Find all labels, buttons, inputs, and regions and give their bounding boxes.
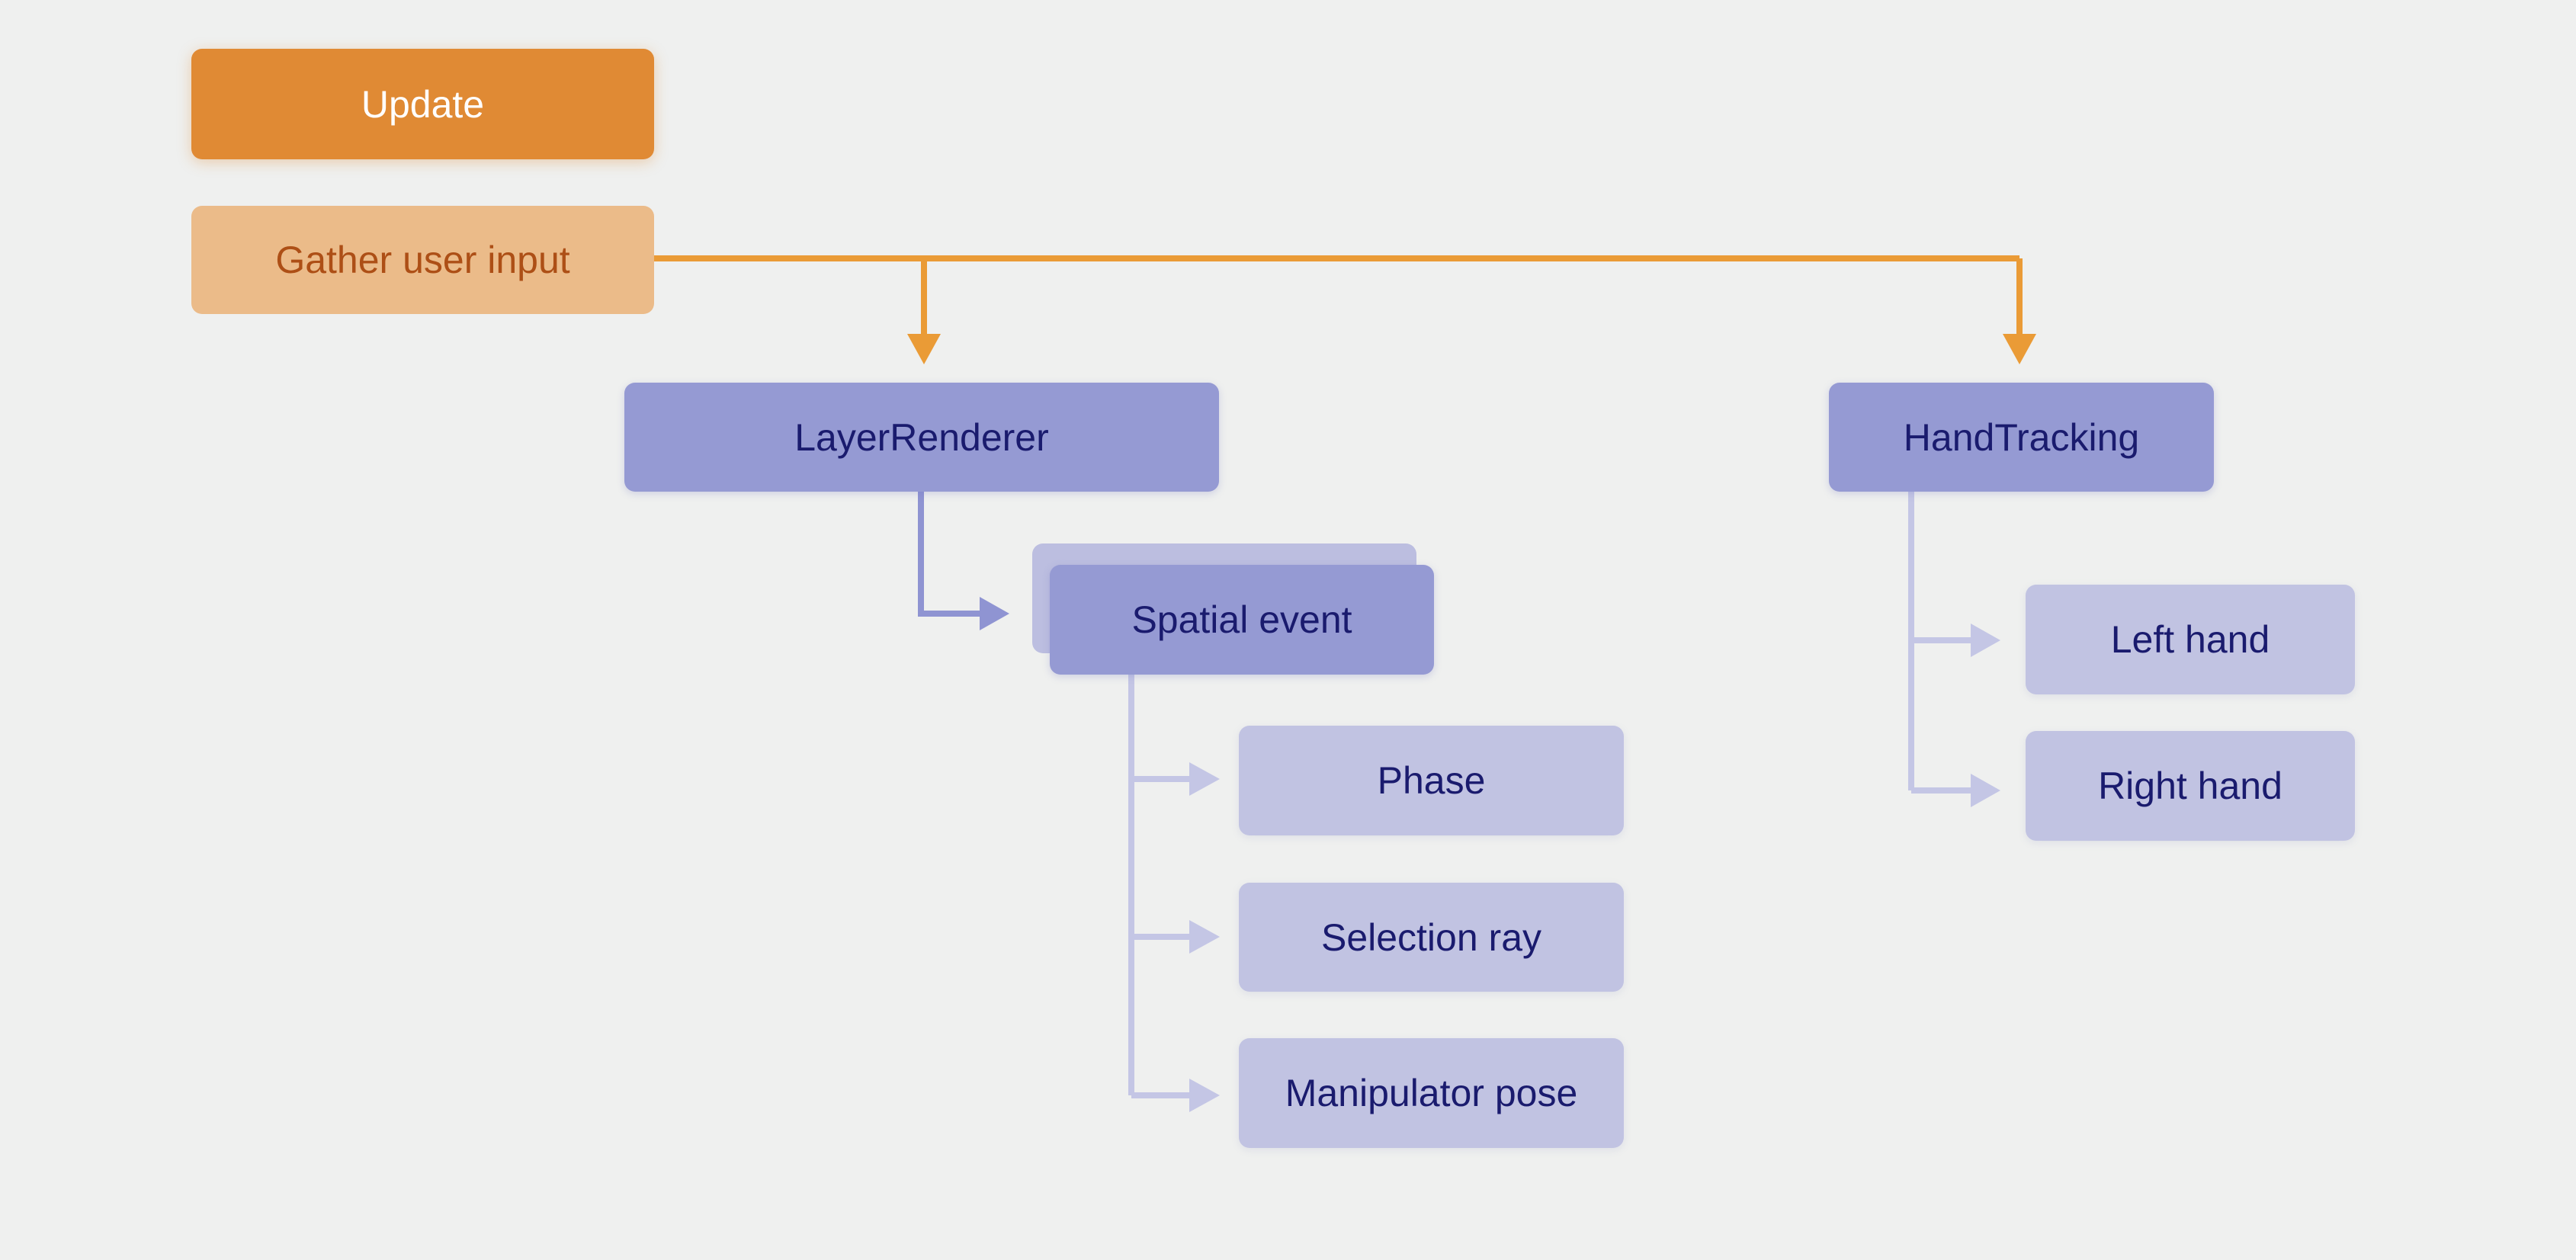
spatial-event-connector: [918, 492, 985, 617]
selection-ray-arrowhead: [1189, 920, 1220, 954]
manipulator-pose-node: Manipulator pose: [1239, 1038, 1624, 1148]
manipulator-pose-arrowhead: [1189, 1079, 1220, 1112]
phase-node: Phase: [1239, 726, 1624, 835]
phase-arrowhead: [1189, 762, 1220, 796]
spatial-event-children-connectors: [1128, 675, 1194, 1098]
gather-user-input-node: Gather user input: [191, 206, 654, 314]
spatial-event-arrowhead: [980, 597, 1009, 630]
left-hand-node: Left hand: [2026, 585, 2355, 694]
layer-renderer-node: LayerRenderer: [624, 383, 1219, 492]
update-node: Update: [191, 49, 654, 159]
handtracking-arrowhead: [2003, 334, 2036, 364]
right-hand-node: Right hand: [2026, 731, 2355, 841]
hand-tracking-node: HandTracking: [1829, 383, 2214, 492]
right-hand-arrowhead: [1971, 774, 2000, 807]
gather-connectors: [654, 255, 2023, 337]
layerrenderer-arrowhead: [907, 334, 941, 364]
handtracking-children-connectors: [1908, 492, 1975, 794]
spatial-event-node: Spatial event: [1050, 565, 1434, 675]
selection-ray-node: Selection ray: [1239, 883, 1624, 992]
left-hand-arrowhead: [1971, 624, 2000, 657]
